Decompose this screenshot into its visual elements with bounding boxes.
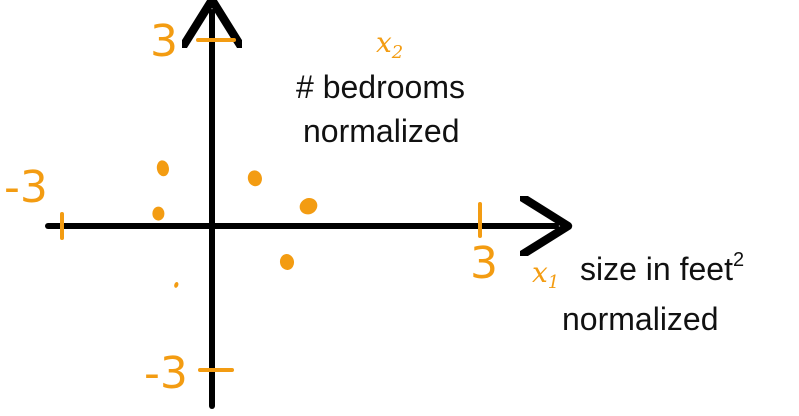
y-tick-label-neg3: -3: [144, 348, 188, 399]
data-point: [279, 254, 295, 270]
y-variable-label: x2: [376, 26, 403, 63]
data-point: [247, 170, 262, 187]
data-point: [152, 206, 165, 221]
x-description-line2: normalized: [562, 301, 719, 337]
x-description-line1: size in feet2: [580, 249, 744, 287]
data-point: [174, 281, 179, 288]
x-tick-label-3: 3: [470, 238, 498, 289]
x-variable-label: x1: [532, 256, 559, 293]
y-description-line1: # bedrooms: [296, 69, 465, 105]
data-points: [152, 160, 318, 288]
y-tick-label-3: 3: [150, 16, 178, 67]
data-point: [299, 198, 318, 215]
x-tick-label-neg3: -3: [4, 162, 48, 213]
data-point: [156, 160, 169, 177]
y-description-line2: normalized: [303, 113, 460, 149]
